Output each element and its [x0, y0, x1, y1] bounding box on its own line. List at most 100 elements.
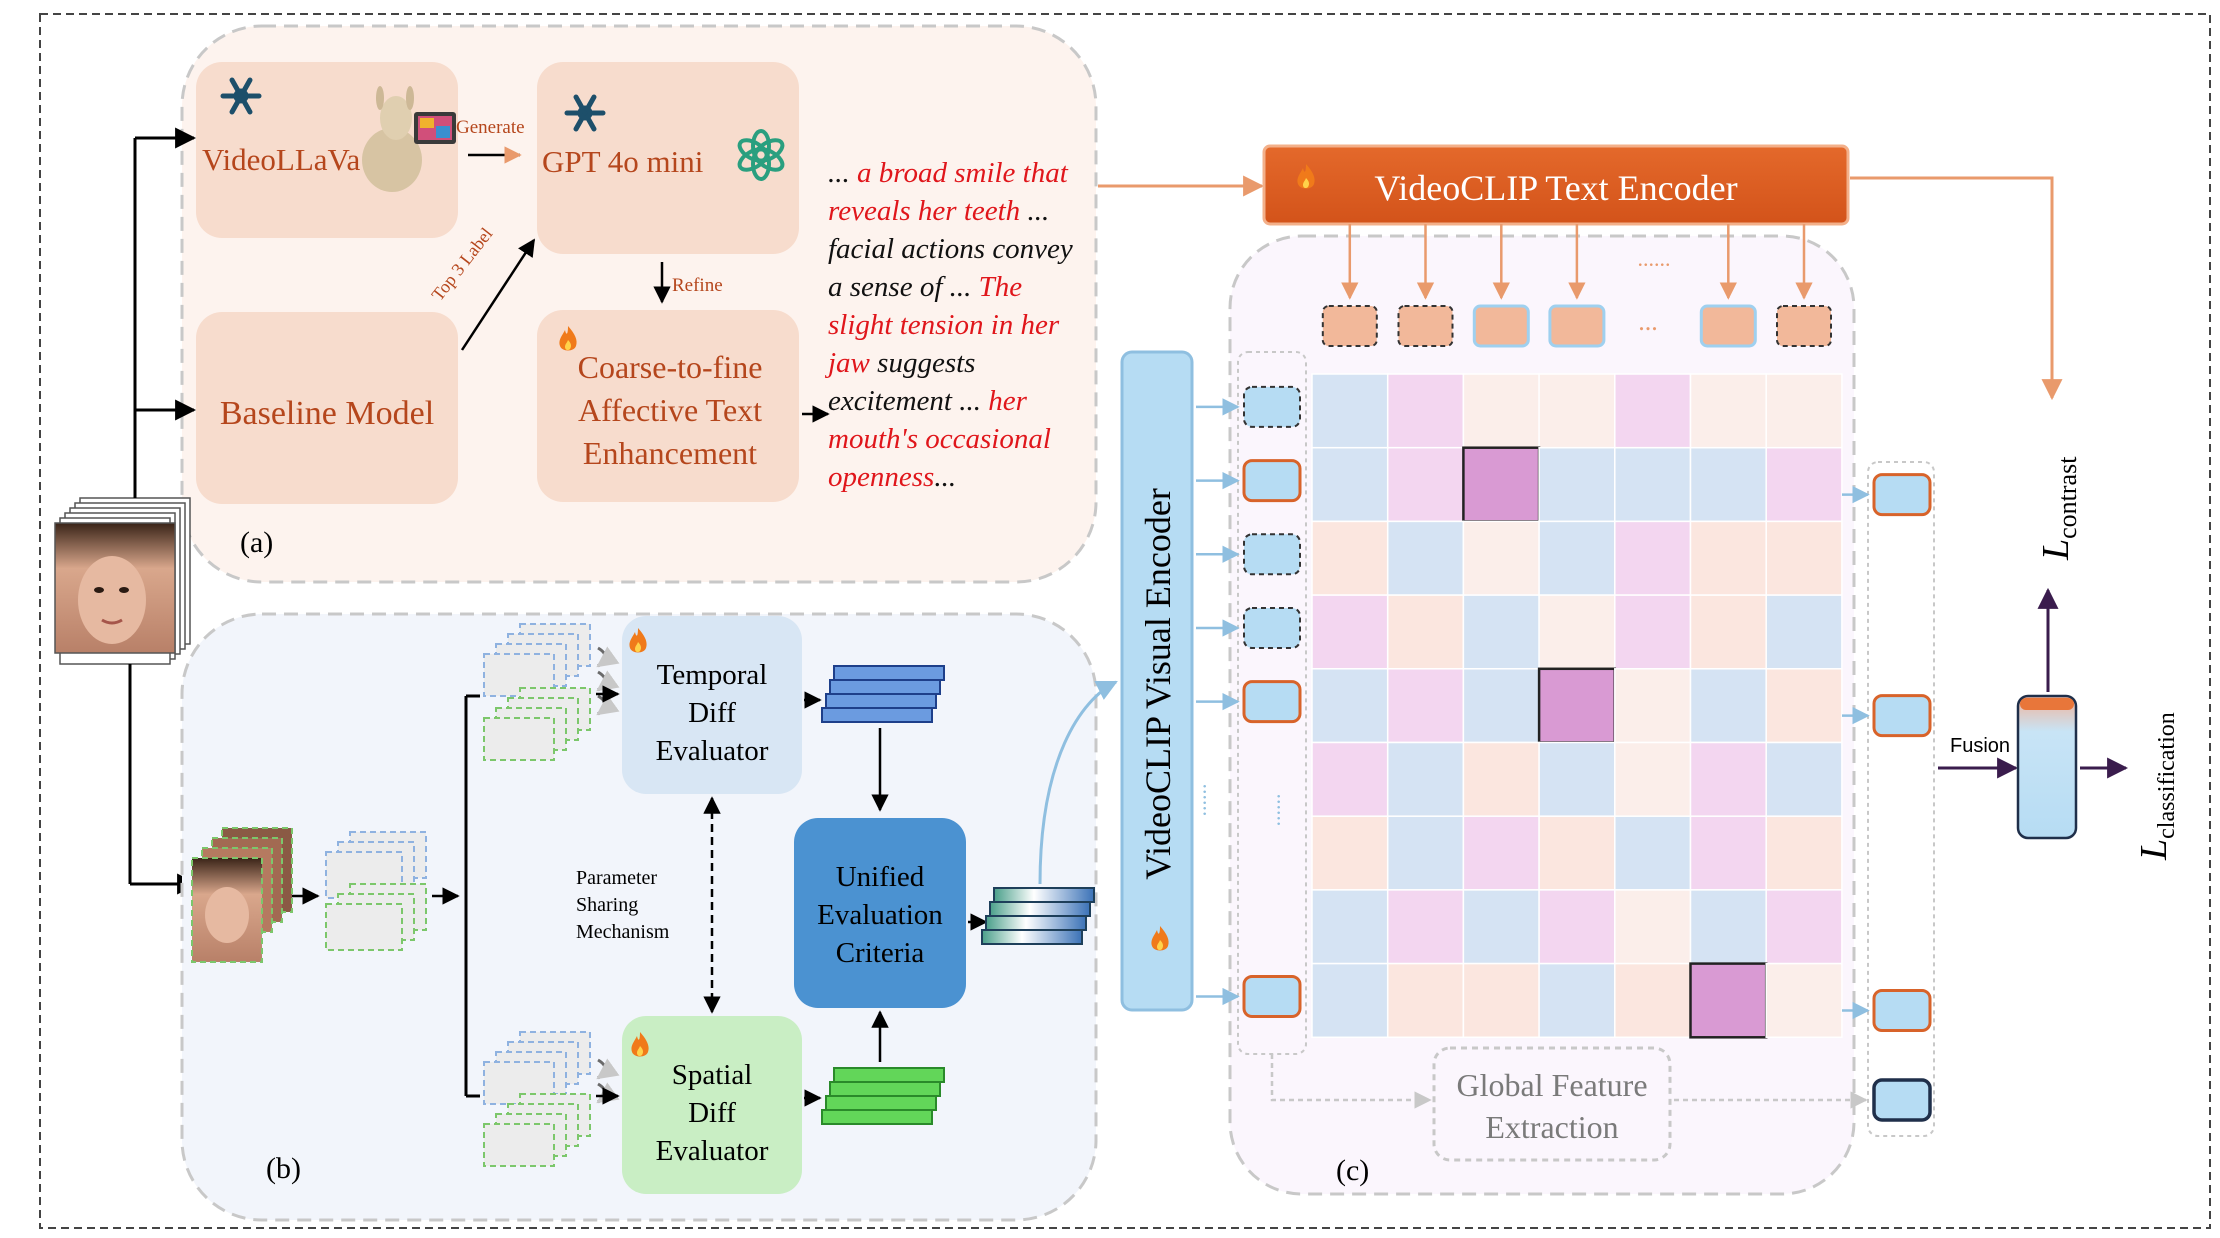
arrow-text-encoder-to-contrast	[1850, 176, 2063, 401]
dots-top: ......	[1638, 246, 1671, 271]
temporal-label-3: Evaluator	[656, 735, 769, 767]
description-text: ...	[934, 461, 956, 493]
matrix-cell	[1765, 889, 1843, 965]
split-arrows	[464, 694, 480, 1098]
panel-c-label: (c)	[1336, 1154, 1369, 1187]
matrix-cell	[1765, 520, 1843, 596]
matrix-cell	[1386, 594, 1465, 670]
coarse-label-3: Enhancement	[583, 435, 757, 471]
spatial-label-1: Spatial	[672, 1059, 753, 1091]
temporal-diff-arrows	[596, 646, 620, 716]
coarse-label-1: Coarse-to-fine	[578, 349, 763, 385]
param-label-2: Sharing	[576, 894, 638, 916]
description-highlight: mouth's occasional	[828, 423, 1051, 455]
visual-token	[1243, 533, 1301, 576]
matrix-cell	[1311, 373, 1389, 449]
unified-criteria-box	[794, 818, 966, 1008]
matrix-cell	[1462, 373, 1540, 449]
description-line: jaw suggests	[824, 347, 975, 379]
description-highlight: reveals her teeth	[828, 195, 1020, 227]
gpt-box	[537, 62, 799, 254]
patch-cubes-1	[325, 831, 427, 951]
openai-icon	[737, 129, 785, 181]
description-highlight: jaw	[824, 347, 871, 379]
temporal-label-1: Temporal	[657, 659, 768, 691]
matrix-cell-highlight	[1689, 962, 1768, 1039]
matrix-cell-highlight	[1537, 667, 1617, 744]
description-line: slight tension in her	[828, 309, 1060, 341]
fusion-box-top-accent	[2020, 698, 2074, 710]
visual-token-selected	[1242, 459, 1302, 503]
matrix-cell	[1538, 373, 1616, 449]
temporal-feature-bars	[821, 665, 945, 723]
fusion-label: Fusion	[1950, 735, 2010, 757]
text-token	[1776, 305, 1832, 347]
similarity-matrix	[1311, 373, 1843, 1039]
matrix-cell	[1386, 815, 1465, 891]
matrix-cell	[1538, 446, 1616, 523]
spatial-label-2: Diff	[688, 1097, 736, 1129]
selected-token	[1872, 473, 1932, 517]
spatial-label-3: Evaluator	[656, 1135, 769, 1167]
description-line: a sense of ... The	[828, 271, 1022, 303]
spatial-feature-bars	[821, 1067, 945, 1125]
matrix-cell	[1386, 889, 1465, 965]
param-label-3: Mechanism	[576, 921, 670, 943]
matrix-cell	[1462, 815, 1540, 891]
text-encoder-label: VideoCLIP Text Encoder	[1374, 168, 1737, 208]
matrix-cell	[1689, 446, 1767, 523]
matrix-cell	[1462, 741, 1540, 817]
generate-label: Generate	[456, 117, 525, 138]
global-token	[1872, 1078, 1932, 1122]
matrix-cell	[1462, 594, 1540, 670]
fire-icon	[629, 628, 647, 653]
description-highlight: a broad smile that	[857, 157, 1069, 189]
description-text: ...	[828, 157, 857, 189]
arrow-global-in	[1270, 1054, 1432, 1109]
text-token-selected	[1472, 304, 1530, 348]
description-text: facial actions convey	[828, 233, 1073, 265]
loss-contrast: Lcontrast	[2035, 456, 2082, 561]
matrix-cell	[1462, 668, 1540, 744]
baseline-box	[196, 312, 458, 504]
loss-contrast-symbol: L	[2035, 539, 2077, 561]
matrix-cell	[1689, 668, 1767, 744]
matrix-cell	[1689, 815, 1767, 891]
visual-token	[1243, 607, 1301, 649]
matrix-cell	[1538, 889, 1616, 965]
outer-border	[39, 13, 2211, 1229]
selected-token	[1872, 694, 1932, 738]
matrix-cell-highlight	[1462, 446, 1541, 523]
llama-icon	[362, 86, 456, 192]
fusion-box	[2016, 694, 2078, 840]
description-highlight: her	[988, 385, 1027, 417]
param-label-1: Parameter	[576, 867, 657, 889]
matrix-cell	[1311, 594, 1389, 670]
matrix-cell	[1311, 668, 1389, 744]
matrix-cell	[1311, 741, 1389, 817]
matrix-cell	[1614, 815, 1692, 891]
visual-token-selected	[1242, 680, 1302, 724]
matrix-cell	[1462, 889, 1540, 965]
gpt-label: GPT 4o mini	[542, 144, 704, 179]
matrix-cell	[1386, 373, 1465, 449]
temporal-evaluator-box	[622, 616, 802, 794]
spatial-evaluator-box	[622, 1016, 802, 1194]
visual-encoder-label: VideoCLIP Visual Encoder	[1138, 488, 1178, 880]
selected-token-column	[1842, 473, 1932, 1122]
matrix-cell	[1311, 889, 1389, 965]
unified-label-3: Criteria	[836, 937, 925, 969]
matrix-cell	[1538, 962, 1616, 1039]
fire-icon	[631, 1032, 649, 1057]
text-token-selected	[1699, 304, 1757, 348]
matrix-cell	[1689, 373, 1767, 449]
loss-contrast-subscript: contrast	[2053, 456, 2082, 539]
matrix-cell	[1538, 594, 1616, 670]
matrix-cell	[1614, 741, 1692, 817]
dots-text-row: ...	[1638, 307, 1658, 336]
matrix-cell	[1614, 373, 1692, 449]
description-highlight: openness	[828, 461, 934, 493]
matrix-cell	[1386, 962, 1465, 1039]
